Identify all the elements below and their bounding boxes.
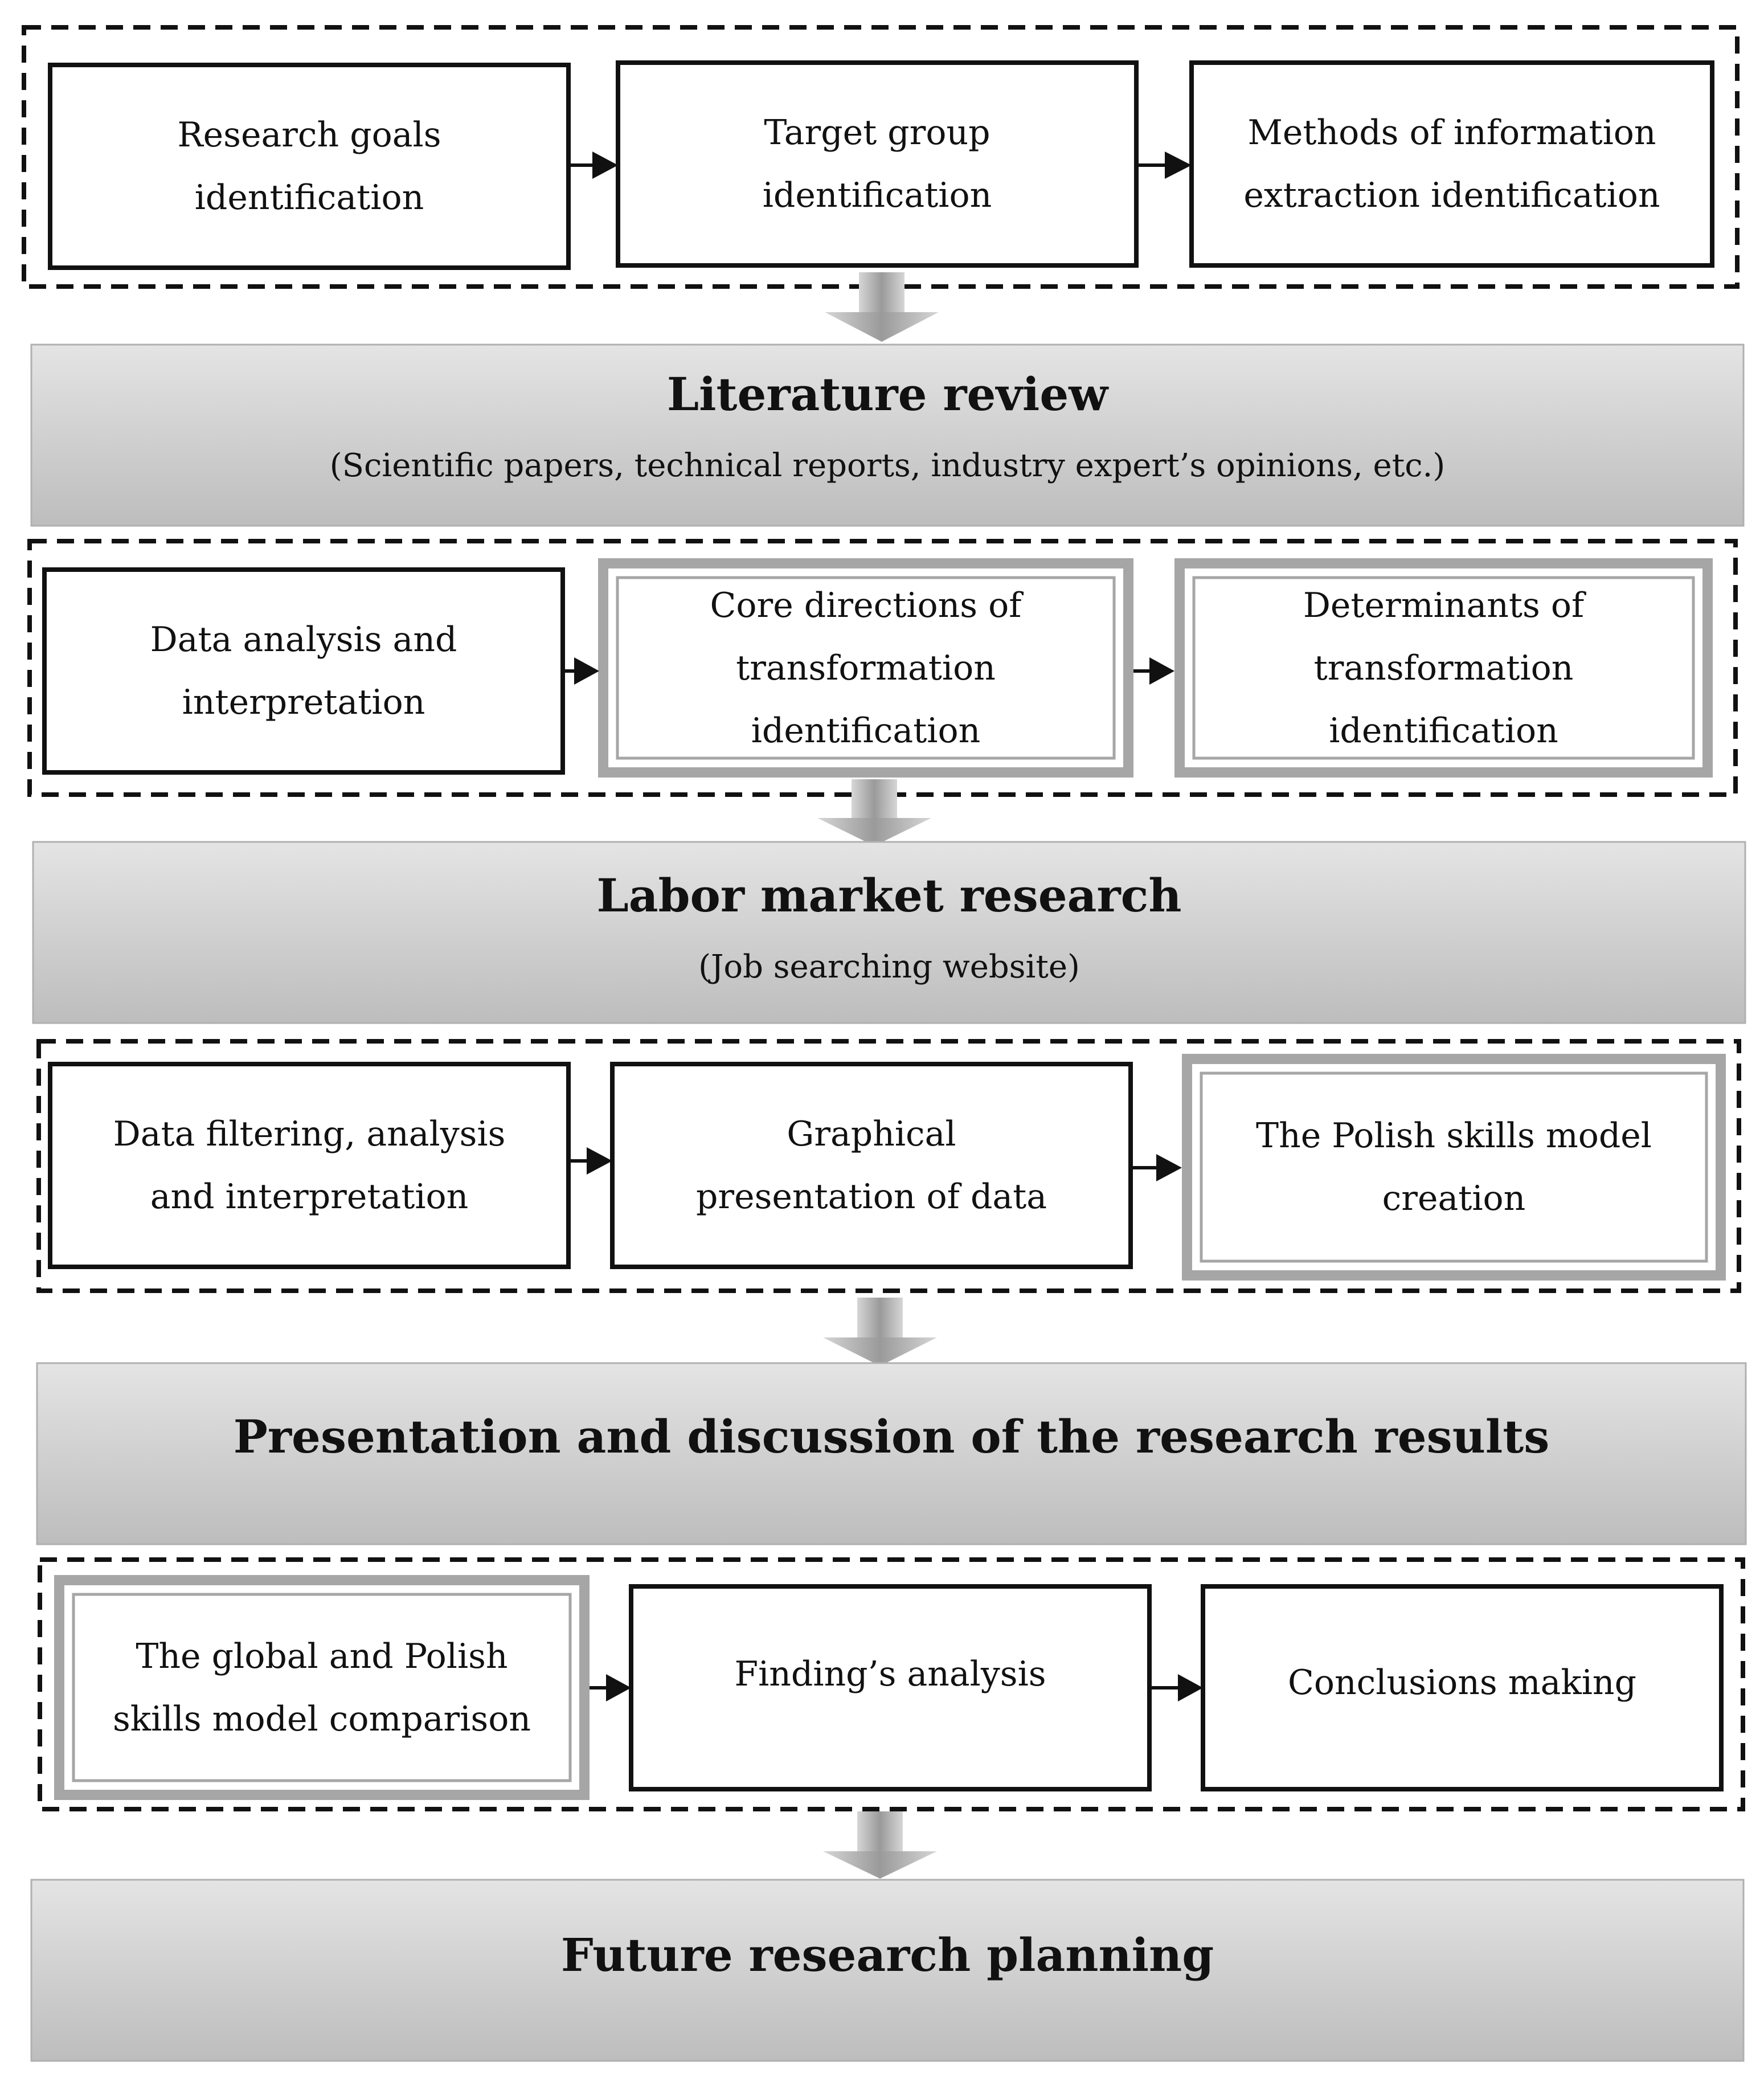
arrow-right <box>1136 152 1192 179</box>
group2-dashed-frame <box>27 539 1738 797</box>
row4-box1 <box>54 1575 590 1800</box>
row4-box2-label: Finding’s analysis <box>734 1654 1046 1694</box>
row1-box3 <box>1189 60 1714 268</box>
down-arrow <box>823 1811 937 1879</box>
row3-box1 <box>48 1062 571 1269</box>
down-arrow <box>817 779 931 846</box>
row1-box1-label: Research goals identification <box>177 115 441 218</box>
presentation-discussion-title: Presentation and discussion of the resea… <box>233 1410 1550 1463</box>
band-labor-market-research <box>32 841 1746 1024</box>
row2-box1 <box>42 567 565 775</box>
row1-box2 <box>616 60 1139 268</box>
row3-box3-label: The Polish skills model creation <box>1256 1116 1652 1218</box>
row4-box3 <box>1201 1584 1724 1791</box>
band-literature-review <box>30 343 1745 527</box>
row3-box1-label: Data filtering, analysis and interpretat… <box>113 1114 506 1217</box>
row4-box2 <box>629 1584 1152 1791</box>
row4-box1-label: The global and Polish skills model compa… <box>112 1636 531 1739</box>
row2-box2-label: Core directions of transformation identi… <box>710 585 1022 751</box>
row2-box1-label: Data analysis and interpretation <box>150 620 457 722</box>
arrow-right <box>563 657 599 685</box>
labor-market-research-title: Labor market research <box>596 869 1182 922</box>
literature-review-subtitle: (Scientific papers, technical reports, i… <box>329 447 1446 484</box>
band-future-research <box>30 1879 1745 2062</box>
row4-box3-label: Conclusions making <box>1288 1663 1636 1703</box>
row3-box2-label: Graphical presentation of data <box>695 1114 1047 1217</box>
group3-dashed-frame <box>36 1039 1741 1293</box>
row1-box3-label: Methods of information extraction identi… <box>1243 113 1660 215</box>
row2-box2 <box>598 558 1133 778</box>
down-arrow <box>825 272 939 342</box>
arrow-right <box>1131 1154 1182 1181</box>
arrow-right <box>568 1147 612 1175</box>
labor-market-research-subtitle: (Job searching website) <box>698 948 1080 985</box>
arrow-right <box>1133 657 1174 685</box>
row2-box3 <box>1174 558 1713 778</box>
literature-review-title: Literature review <box>666 367 1108 421</box>
row3-box2 <box>610 1062 1133 1269</box>
down-arrow <box>823 1298 937 1366</box>
row3-box3 <box>1182 1054 1726 1281</box>
band-presentation-discussion <box>36 1362 1747 1545</box>
row1-box2-label: Target group identification <box>762 113 992 215</box>
arrow-right <box>590 1674 631 1701</box>
row1-box1 <box>48 63 571 270</box>
row2-box3-label: Determinants of transformation identific… <box>1303 585 1585 751</box>
arrow-right <box>568 152 618 179</box>
arrow-right <box>1149 1674 1203 1701</box>
future-research-title: Future research planning <box>560 1928 1214 1982</box>
group4-dashed-frame <box>38 1557 1745 1811</box>
